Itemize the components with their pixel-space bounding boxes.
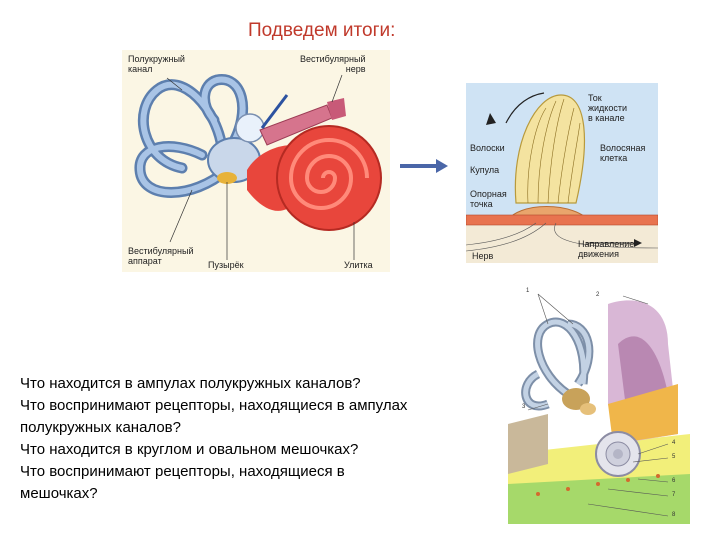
cupula-figure: Ток жидкости в канале Волоски Купула Вол… <box>465 83 659 263</box>
label-line: нерв <box>345 64 366 74</box>
label-line: Опорная <box>470 189 507 199</box>
inner-ear-figure: Полукружный канал Вестибулярный нерв Вес… <box>122 50 390 272</box>
label-line: точка <box>470 199 493 209</box>
figure-number: 1 <box>526 288 530 294</box>
labyrinth-drawing <box>508 293 690 524</box>
label-semicircular-canal: Полукружный канал <box>128 54 185 74</box>
figure-number: 4 <box>672 440 676 446</box>
question-line: полукружных каналов? <box>20 419 181 436</box>
figure-number: 8 <box>672 512 676 518</box>
label-line: аппарат <box>128 256 162 266</box>
figure-number: 2 <box>596 292 600 298</box>
label-cupula: Купула <box>470 165 500 175</box>
arrow-right-icon <box>400 159 448 173</box>
figure-number: 7 <box>672 492 676 498</box>
label-vestibular-nerve: Вестибулярный нерв <box>300 54 366 74</box>
label-line: клетка <box>600 153 628 163</box>
label-nerve: Нерв <box>472 251 494 261</box>
question-line: Что находится в круглом и овальном мешоч… <box>20 441 359 458</box>
label-support-point: Опорная точка <box>470 189 507 209</box>
question-line: мешочках? <box>20 485 98 502</box>
question-line: Что воспринимают рецепторы, находящиеся … <box>20 463 345 480</box>
figure-number: 5 <box>672 454 676 460</box>
label-line: Полукружный <box>128 54 185 64</box>
slide-title: Подведем итоги: <box>248 20 396 41</box>
label-line: Вестибулярный <box>300 54 366 64</box>
question-line: Что находится в ампулах полукружных кана… <box>20 375 361 392</box>
label-line: Вестибулярный <box>128 246 194 256</box>
label-line: Волосяная <box>600 143 646 153</box>
label-line: жидкости <box>588 103 627 113</box>
label-fluid-flow: Ток жидкости в канале <box>588 93 627 123</box>
question-line: Что воспринимают рецепторы, находящиеся … <box>20 397 408 414</box>
inner-ear-drawing <box>134 74 382 260</box>
label-cochlea: Улитка <box>344 260 373 270</box>
label-line: канал <box>128 64 153 74</box>
label-line: Направление <box>578 239 635 249</box>
cupula-drawing <box>465 83 659 263</box>
label-line: Ток <box>588 93 602 103</box>
figure-number: 3 <box>522 404 526 410</box>
label-vesicle: Пузырёк <box>208 260 244 270</box>
label-hair-cell: Волосяная клетка <box>600 143 645 163</box>
label-vestibular-apparatus: Вестибулярный аппарат <box>128 246 194 266</box>
label-movement-direction: Направление движения <box>578 239 634 259</box>
figure-number: 6 <box>672 478 676 484</box>
labyrinth-figure: 1 2 3 4 5 6 7 8 <box>508 284 690 524</box>
questions-block: Что находится в ампулах полукружных кана… <box>20 373 500 505</box>
label-line: в канале <box>588 113 625 123</box>
label-line: движения <box>578 249 619 259</box>
label-hairs: Волоски <box>470 143 505 153</box>
